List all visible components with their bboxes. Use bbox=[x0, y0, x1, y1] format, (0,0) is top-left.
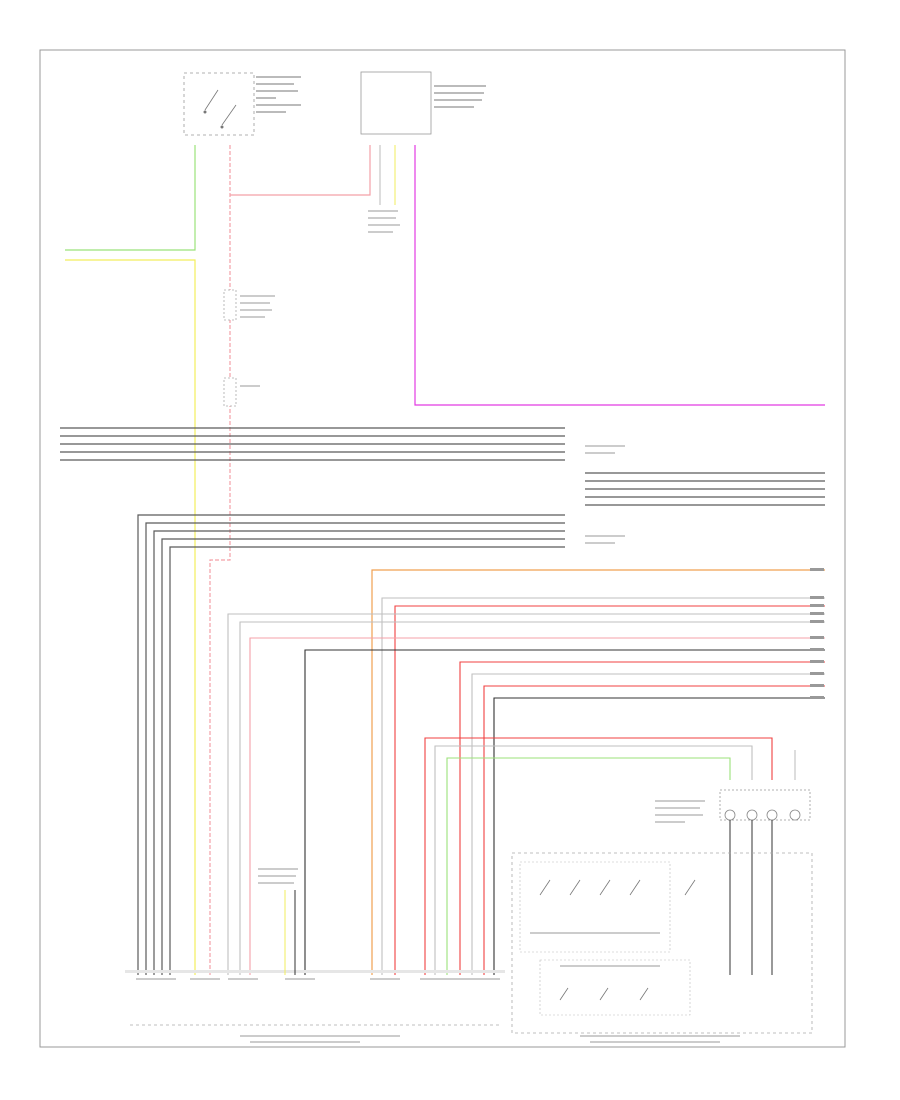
small-connector bbox=[258, 868, 298, 975]
wire-bundle-1 bbox=[60, 427, 565, 461]
inline-connector-1 bbox=[223, 289, 237, 321]
wire-yellow-main bbox=[65, 259, 196, 975]
wire-bundle-2 bbox=[137, 514, 565, 975]
inline-connector-2 bbox=[223, 377, 237, 407]
wire-magenta bbox=[414, 145, 825, 406]
wire-bundle-right bbox=[585, 472, 825, 506]
wire-set-lower bbox=[424, 737, 773, 975]
wire-green-top bbox=[65, 145, 196, 251]
diagram-frame bbox=[39, 49, 846, 1048]
wire-set-right bbox=[227, 597, 825, 975]
bottom-connector-row bbox=[125, 970, 505, 980]
switch-module-box bbox=[511, 852, 813, 1034]
wire-pink-main bbox=[209, 145, 231, 975]
top-switch-component bbox=[183, 72, 301, 136]
wire-pink-sensor bbox=[230, 145, 371, 196]
top-sensor-component bbox=[360, 71, 486, 135]
wire-orange bbox=[371, 569, 825, 975]
switch-module-connector bbox=[655, 789, 811, 823]
right-pin-labels bbox=[810, 568, 824, 699]
